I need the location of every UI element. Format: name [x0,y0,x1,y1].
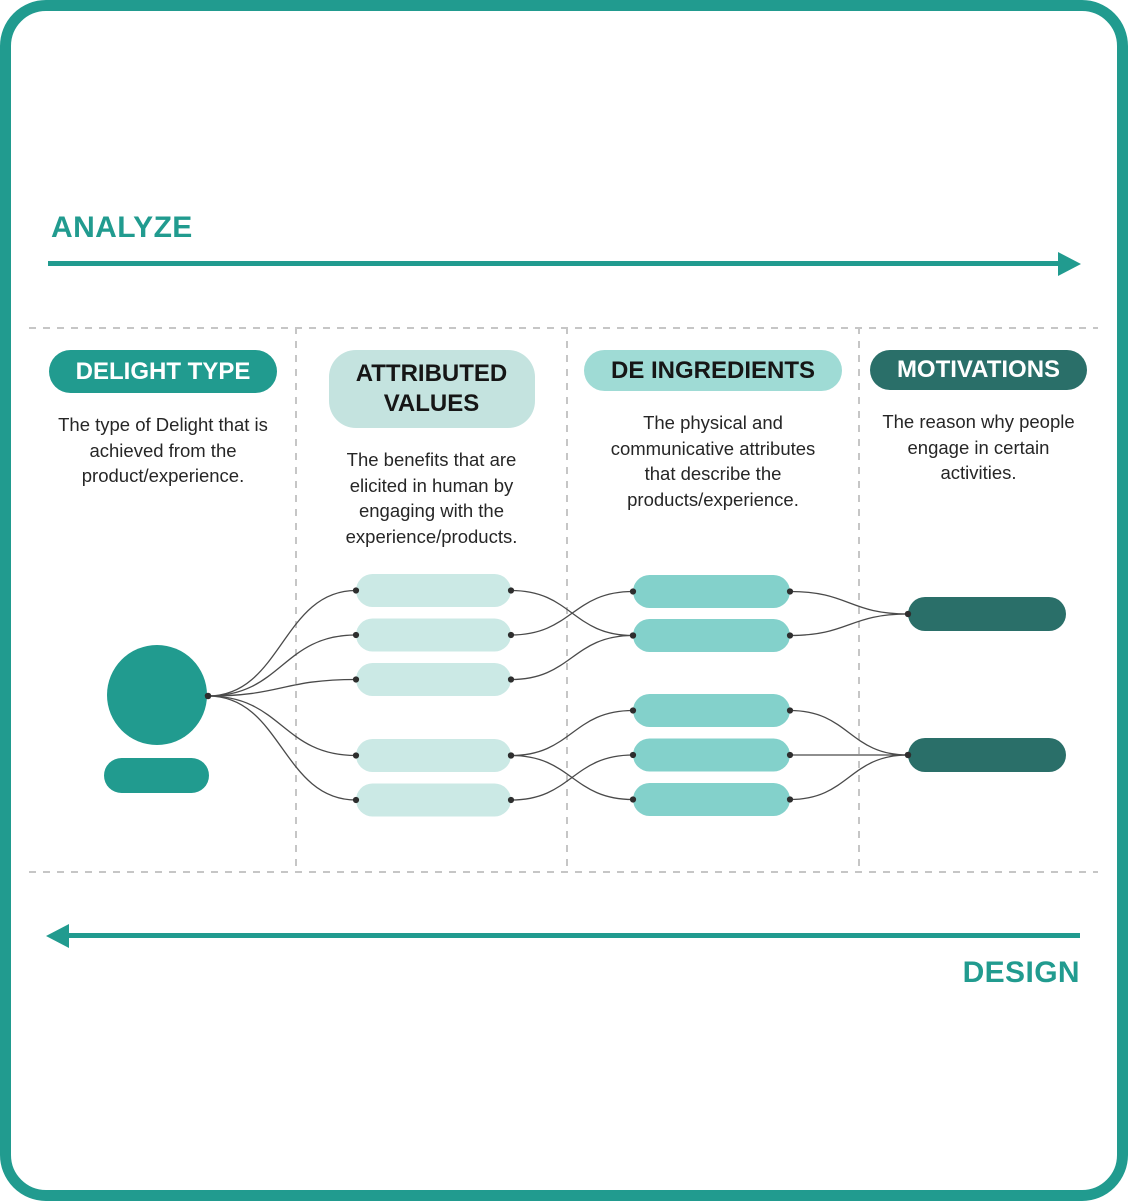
link-endpoint-dot [786,632,794,639]
link-endpoint-dot [786,588,794,595]
de-ingredient-pill-1 [633,575,790,608]
flow-link [510,709,634,757]
link-endpoint-dot [507,796,515,804]
link-endpoint-dot [204,692,212,700]
link-endpoint-dot [352,631,360,639]
link-endpoint-dot [507,587,515,594]
link-endpoint-dot [507,752,515,759]
design-arrow-line [64,933,1080,938]
attributed-value-pill-2 [356,618,511,652]
dashed-divider-2 [566,327,568,873]
flow-link [510,634,634,681]
de-ingredient-pill-5 [633,783,790,816]
flow-link [789,590,909,615]
link-endpoint-dot [352,676,360,683]
link-endpoint-dot [786,707,794,714]
link-endpoint-dot [904,751,912,759]
attributed-value-pill-4 [356,739,511,772]
analyze-arrow-line [48,261,1062,266]
de-ingredients-description: The physical and communicative attribute… [610,412,816,510]
link-endpoint-dot [786,796,794,803]
flow-link [207,678,357,697]
column-de-ingredients: DE INGREDIENTS The physical and communic… [567,327,859,512]
link-endpoint-dot [629,707,637,714]
delight-type-node-circle [107,645,207,745]
flow-link [510,754,634,801]
delight-type-node-pill [104,758,209,793]
flow-link [789,754,909,801]
link-endpoint-dot [507,631,515,639]
link-endpoint-dot [904,610,912,618]
flow-link [207,634,357,697]
link-endpoint-dot [629,796,637,803]
attributed-value-pill-5 [356,783,511,817]
column-motivations: MOTIVATIONS The reason why people engage… [859,327,1098,486]
link-endpoint-dot [352,587,360,594]
delight-type-header: DELIGHT TYPE [48,350,278,393]
motivations-header: MOTIVATIONS [869,350,1088,390]
link-endpoint-dot [629,588,637,595]
flow-link [207,589,357,697]
attributed-values-description: The benefits that are elicited in human … [345,449,518,547]
motivations-description: The reason why people engage in certain … [882,411,1075,484]
design-label: DESIGN [962,956,1080,989]
dashed-divider-1 [295,327,297,873]
flow-link [789,613,909,637]
column-attributed-values: ATTRIBUTED VALUES The benefits that are … [296,327,567,549]
analyze-label: ANALYZE [51,211,193,244]
de-ingredient-pill-3 [633,694,790,727]
column-delight-type: DELIGHT TYPE The type of Delight that is… [30,327,296,489]
link-endpoint-dot [629,632,637,639]
flow-link [789,709,909,756]
link-endpoint-dot [352,796,360,804]
analyze-arrowhead-icon [1058,252,1081,276]
link-endpoint-dot [629,751,637,759]
design-arrowhead-icon [46,924,69,948]
de-ingredient-pill-2 [633,619,790,652]
flow-link [510,590,634,636]
link-endpoint-dot [786,751,794,759]
dashed-line-bottom [29,871,1098,873]
dashed-divider-3 [858,327,860,873]
link-endpoint-dot [352,752,360,759]
attributed-value-pill-1 [356,574,511,607]
de-ingredient-pill-4 [633,738,790,772]
motivation-pill-1 [908,597,1066,631]
attributed-value-pill-3 [356,663,511,696]
flow-link [207,695,357,801]
de-ingredients-header: DE INGREDIENTS [583,350,843,391]
delight-type-description: The type of Delight that is achieved fro… [58,414,268,487]
motivation-pill-2 [908,738,1066,772]
flow-link [207,695,357,757]
dashed-line-top [29,327,1098,329]
attributed-values-header: ATTRIBUTED VALUES [328,350,535,428]
link-endpoint-dot [507,676,515,683]
